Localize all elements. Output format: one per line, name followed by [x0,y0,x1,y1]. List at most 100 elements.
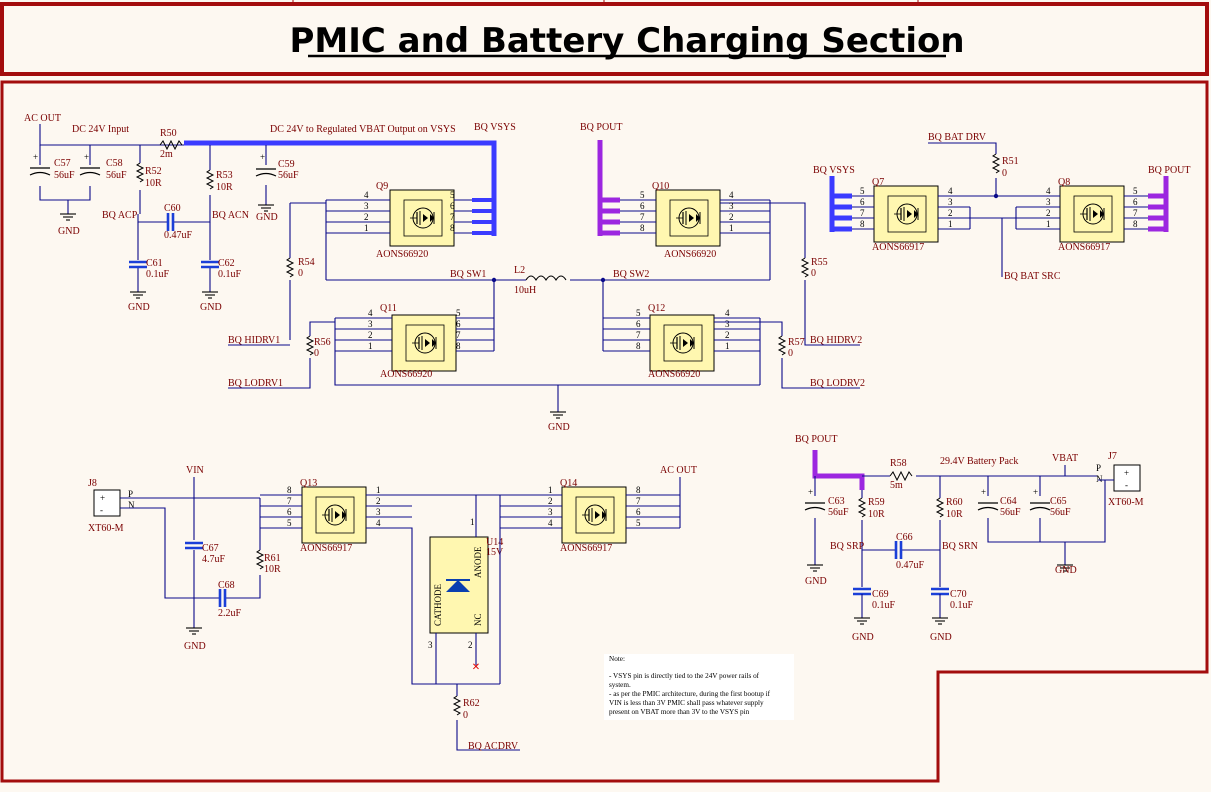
svg-text:+: + [33,152,38,162]
svg-text:XT60-M: XT60-M [1108,497,1144,508]
svg-text:8: 8 [636,341,641,351]
svg-text:C65: C65 [1050,496,1067,507]
svg-text:AONS66917: AONS66917 [560,543,612,554]
svg-text:5m: 5m [890,480,903,491]
svg-text:- as per the PMIC architecture: - as per the PMIC architecture, during t… [609,690,771,698]
q9-label: Q9 [376,181,388,192]
svg-text:3: 3 [364,201,369,211]
label-bq-srn: BQ SRN [942,541,978,552]
svg-text:3: 3 [729,201,734,211]
svg-text:0: 0 [811,268,816,279]
svg-text:R60: R60 [946,497,963,508]
svg-text:3: 3 [948,197,953,207]
svg-text:N: N [128,500,135,510]
svg-text:+: + [981,487,986,497]
svg-text:1: 1 [368,341,373,351]
svg-text:VIN: VIN [186,465,204,476]
svg-text:2: 2 [548,496,553,506]
svg-text:AC OUT: AC OUT [660,465,697,476]
svg-text:AONS66917: AONS66917 [300,543,352,554]
svg-text:C62: C62 [218,258,235,269]
svg-text:C66: C66 [896,532,913,543]
svg-text:C69: C69 [872,589,889,600]
label-bq-sw2: BQ SW2 [613,269,649,280]
svg-text:AONS66920: AONS66920 [380,369,432,380]
svg-text:XT60-M: XT60-M [88,523,124,534]
svg-text:U14: U14 [486,537,503,548]
svg-text:0.1uF: 0.1uF [146,269,170,280]
svg-text:P: P [128,489,133,499]
svg-text:R50: R50 [160,128,177,139]
svg-text:AONS66920: AONS66920 [376,249,428,260]
svg-text:5: 5 [450,190,455,200]
svg-text:BQ VSYS: BQ VSYS [474,122,516,133]
svg-text:C58: C58 [106,158,123,169]
svg-text:GND: GND [128,302,150,313]
svg-text:C67: C67 [202,543,219,554]
svg-text:2: 2 [376,496,381,506]
svg-text:AONS66920: AONS66920 [648,369,700,380]
svg-text:7: 7 [456,330,461,340]
svg-text:BQ POUT: BQ POUT [580,122,623,133]
svg-text:R54: R54 [298,257,315,268]
svg-text:GND: GND [852,632,874,643]
svg-text:10uH: 10uH [514,285,536,296]
svg-text:Q13: Q13 [300,478,317,489]
svg-text:2: 2 [725,330,730,340]
svg-text:6: 6 [860,197,865,207]
svg-text:Q14: Q14 [560,478,577,489]
svg-text:0.1uF: 0.1uF [872,600,896,611]
design-note: Note: - VSYS pin is directly tied to the… [604,654,794,720]
svg-text:VIN is less than 3V PMIC shall: VIN is less than 3V PMIC shall pass what… [609,699,764,707]
svg-text:+: + [84,152,89,162]
svg-text:R55: R55 [811,257,828,268]
label-bq-sw1: BQ SW1 [450,269,486,280]
svg-text:R52: R52 [145,166,162,177]
svg-text:J7: J7 [1108,451,1117,462]
svg-text:-: - [100,505,103,515]
label-bq-hidrv1: BQ HIDRV1 [228,335,280,346]
svg-text:0.1uF: 0.1uF [950,600,974,611]
svg-text:GND: GND [184,641,206,652]
svg-text:C70: C70 [950,589,967,600]
svg-text:GND: GND [200,302,222,313]
svg-text:2: 2 [729,212,734,222]
svg-text:5: 5 [640,190,645,200]
svg-text:15V: 15V [486,547,504,558]
label-bq-lodrv2: BQ LODRV2 [810,378,865,389]
svg-text:1: 1 [364,223,369,233]
svg-text:Q8: Q8 [1058,177,1070,188]
svg-text:0.1uF: 0.1uF [218,269,242,280]
svg-text:Q12: Q12 [648,303,665,314]
svg-text:ANODE: ANODE [473,546,483,578]
svg-text:R59: R59 [868,497,885,508]
svg-text:3: 3 [548,507,553,517]
svg-text:5: 5 [1133,186,1138,196]
svg-text:5: 5 [860,186,865,196]
svg-text:+: + [1124,468,1129,478]
svg-text:8: 8 [636,485,641,495]
label-bq-acdrv: BQ ACDRV [468,741,519,752]
svg-text:2m: 2m [160,149,173,160]
svg-text:7: 7 [287,496,292,506]
svg-text:R58: R58 [890,458,907,469]
svg-text:AONS66917: AONS66917 [872,242,924,253]
svg-text:1: 1 [729,223,734,233]
svg-text:4: 4 [368,308,373,318]
svg-text:J8: J8 [88,478,97,489]
svg-text:C64: C64 [1000,496,1017,507]
page-title: PMIC and Battery Charging Section [289,21,964,61]
svg-text:GND: GND [1055,565,1077,576]
svg-text:3: 3 [376,507,381,517]
svg-text:R56: R56 [314,337,331,348]
svg-text:4.7uF: 4.7uF [202,554,226,565]
svg-text:+: + [1033,487,1038,497]
svg-text:7: 7 [640,212,645,222]
svg-text:4: 4 [364,190,369,200]
svg-text:2: 2 [948,208,953,218]
svg-text:NC: NC [473,613,483,626]
